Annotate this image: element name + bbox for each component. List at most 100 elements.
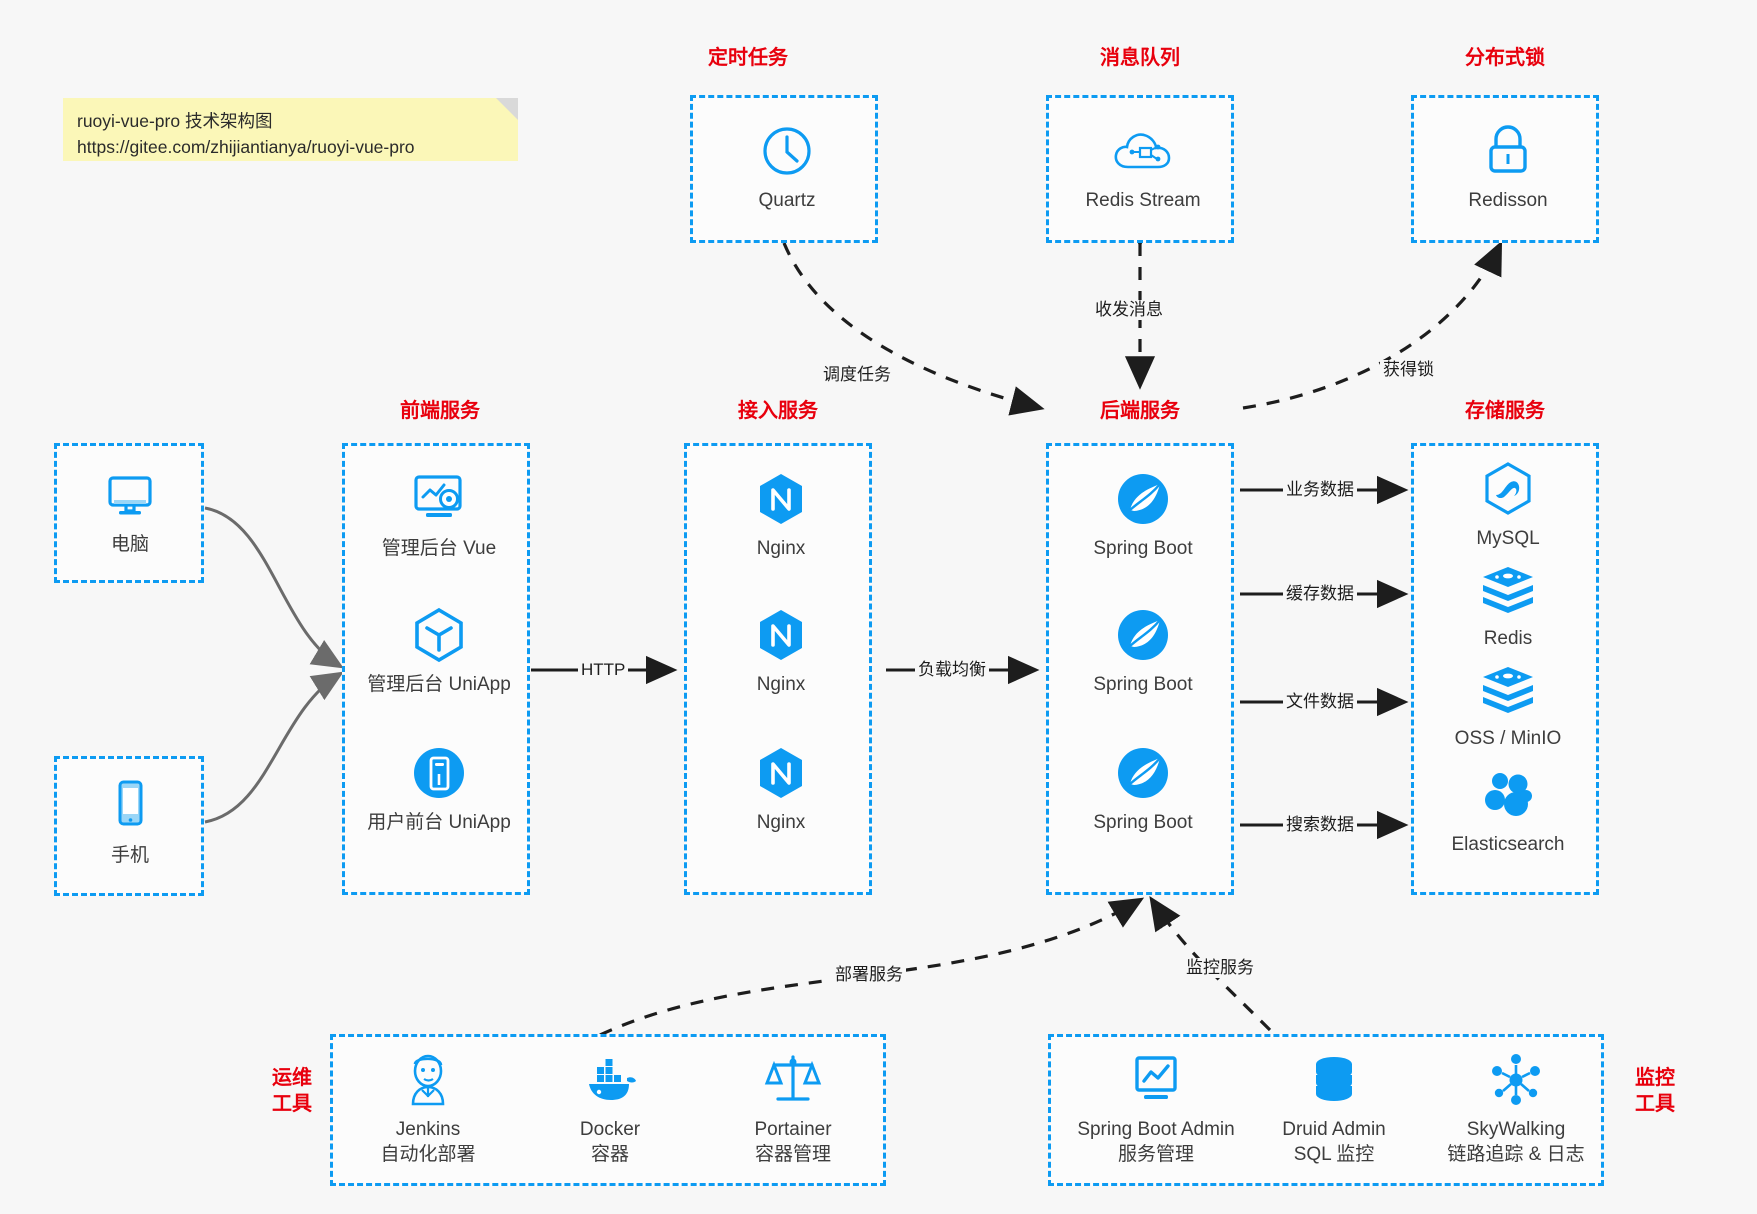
caption-devops-line1: 运维 xyxy=(272,1067,312,1089)
caption-storage: 存储服务 xyxy=(1465,400,1545,422)
node-jenkins[interactable]: Jenkins 自动化部署 xyxy=(358,1049,498,1167)
node-admin-vue[interactable]: 管理后台 Vue xyxy=(349,468,529,561)
nginx-icon xyxy=(691,468,871,530)
group-storage-service[interactable]: MySQL Redis xyxy=(1411,443,1599,895)
node-admin-uniapp[interactable]: 管理后台 UniApp xyxy=(349,604,529,697)
dashboard-gear-icon xyxy=(349,468,529,530)
edge-label-schedule-task: 调度任务 xyxy=(820,365,894,385)
note-fold-corner xyxy=(496,98,518,120)
database-icon xyxy=(1254,1049,1414,1111)
node-label: Spring Boot xyxy=(1093,674,1193,695)
node-portainer[interactable]: Portainer 容器管理 xyxy=(723,1049,863,1167)
note-url: https://gitee.com/zhijiantianya/ruoyi-vu… xyxy=(77,137,415,157)
group-client-phone[interactable]: 手机 xyxy=(54,756,204,896)
node-label: OSS / MinIO xyxy=(1454,728,1562,749)
node-label: Redis xyxy=(1483,628,1533,649)
group-scheduled-task[interactable]: Quartz xyxy=(690,95,878,243)
node-label: Nginx xyxy=(756,674,806,695)
caption-monitor-line2: 工具 xyxy=(1635,1093,1675,1115)
node-name: Druid Admin xyxy=(1282,1119,1386,1140)
edge-label-send-receive-message: 收发消息 xyxy=(1092,300,1166,320)
node-name: Docker xyxy=(579,1119,641,1140)
caption-frontend: 前端服务 xyxy=(400,400,480,422)
edge-label-monitor-service: 监控服务 xyxy=(1183,958,1257,978)
group-client-pc[interactable]: 电脑 xyxy=(54,443,204,583)
edge-label-acquire-lock: 获得锁 xyxy=(1380,360,1437,380)
node-name: Portainer xyxy=(754,1119,832,1140)
jenkins-icon xyxy=(358,1049,498,1111)
skywalking-icon xyxy=(1426,1049,1606,1111)
node-nginx-1[interactable]: Nginx xyxy=(691,468,871,561)
lock-icon xyxy=(1418,120,1598,182)
caption-monitor-line1: 监控 xyxy=(1635,1067,1675,1089)
node-label: 管理后台 Vue xyxy=(381,538,497,559)
nginx-icon xyxy=(691,742,871,804)
docker-icon xyxy=(540,1049,680,1111)
edge-label-cache-data: 缓存数据 xyxy=(1283,584,1357,604)
uniapp-hexagon-icon xyxy=(349,604,529,666)
group-distributed-lock[interactable]: Redisson xyxy=(1411,95,1599,243)
node-phone[interactable]: 手机 xyxy=(40,775,220,868)
nginx-icon xyxy=(691,604,871,666)
node-quartz[interactable]: Quartz xyxy=(697,120,877,213)
cloud-stream-icon xyxy=(1053,120,1233,182)
node-desc: 容器 xyxy=(590,1144,629,1165)
smartphone-icon xyxy=(40,775,220,837)
group-backend-service[interactable]: Spring Boot Spring Boot Spring Boot xyxy=(1046,443,1234,895)
elasticsearch-icon xyxy=(1418,764,1598,826)
clock-icon xyxy=(697,120,877,182)
node-docker[interactable]: Docker 容器 xyxy=(540,1049,680,1167)
node-name: Jenkins xyxy=(395,1119,461,1140)
edge-label-search-data: 搜索数据 xyxy=(1283,815,1357,835)
node-spring-boot-admin[interactable]: Spring Boot Admin 服务管理 xyxy=(1061,1049,1251,1167)
node-name: SkyWalking xyxy=(1466,1119,1566,1140)
group-frontend-service[interactable]: 管理后台 Vue 管理后台 UniApp 用户前台 UniApp xyxy=(342,443,530,895)
node-redis-stream[interactable]: Redis Stream xyxy=(1053,120,1233,213)
spring-boot-icon xyxy=(1053,742,1233,804)
portainer-scales-icon xyxy=(723,1049,863,1111)
node-label: Nginx xyxy=(756,812,806,833)
mysql-icon xyxy=(1418,458,1598,520)
node-desc: 自动化部署 xyxy=(380,1144,476,1165)
node-label: Redisson xyxy=(1468,190,1548,211)
group-monitoring-tools[interactable]: Spring Boot Admin 服务管理 Druid Admin SQL 监… xyxy=(1048,1034,1604,1186)
node-elasticsearch[interactable]: Elasticsearch xyxy=(1418,764,1598,857)
node-spring-boot-2[interactable]: Spring Boot xyxy=(1053,604,1233,697)
node-druid-admin[interactable]: Druid Admin SQL 监控 xyxy=(1254,1049,1414,1167)
spring-boot-icon xyxy=(1053,604,1233,666)
node-skywalking[interactable]: SkyWalking 链路追踪 & 日志 xyxy=(1426,1049,1606,1167)
oss-minio-icon xyxy=(1418,658,1598,720)
node-user-uniapp[interactable]: 用户前台 UniApp xyxy=(349,742,529,835)
group-gateway-service[interactable]: Nginx Nginx Nginx xyxy=(684,443,872,895)
edge-label-business-data: 业务数据 xyxy=(1283,480,1357,500)
node-nginx-3[interactable]: Nginx xyxy=(691,742,871,835)
node-spring-boot-1[interactable]: Spring Boot xyxy=(1053,468,1233,561)
node-oss-minio[interactable]: OSS / MinIO xyxy=(1418,658,1598,751)
node-nginx-2[interactable]: Nginx xyxy=(691,604,871,697)
mobile-circle-icon xyxy=(349,742,529,804)
caption-monitoring-tools: 监控 工具 xyxy=(1618,1065,1692,1117)
node-label: Nginx xyxy=(756,538,806,559)
node-desc: 容器管理 xyxy=(754,1144,831,1165)
monitor-chart-icon xyxy=(1061,1049,1251,1111)
redis-icon xyxy=(1418,558,1598,620)
node-label: Elasticsearch xyxy=(1451,834,1565,855)
edge-label-file-data: 文件数据 xyxy=(1283,692,1357,712)
note-title: ruoyi-vue-pro 技术架构图 xyxy=(77,111,273,131)
node-label: 管理后台 UniApp xyxy=(367,674,511,695)
node-pc[interactable]: 电脑 xyxy=(40,464,220,557)
caption-devops-line2: 工具 xyxy=(272,1093,312,1115)
group-message-queue[interactable]: Redis Stream xyxy=(1046,95,1234,243)
node-redisson[interactable]: Redisson xyxy=(1418,120,1598,213)
caption-message-queue: 消息队列 xyxy=(1100,47,1180,69)
node-mysql[interactable]: MySQL xyxy=(1418,458,1598,551)
node-spring-boot-3[interactable]: Spring Boot xyxy=(1053,742,1233,835)
node-desc: SQL 监控 xyxy=(1293,1144,1375,1165)
node-desc: 服务管理 xyxy=(1117,1144,1194,1165)
node-redis[interactable]: Redis xyxy=(1418,558,1598,651)
caption-backend: 后端服务 xyxy=(1100,400,1180,422)
group-devops-tools[interactable]: Jenkins 自动化部署 Docker 容器 xyxy=(330,1034,886,1186)
caption-gateway: 接入服务 xyxy=(738,400,818,422)
caption-scheduled-task: 定时任务 xyxy=(708,47,788,69)
